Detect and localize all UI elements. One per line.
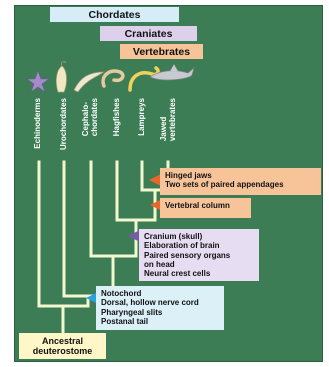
jawed-vertebrate-characters: Hinged jaws Two sets of paired appendage…: [160, 168, 321, 195]
taxon-label-hagfishes: Hagfishes: [112, 98, 121, 136]
chordate-characters: Notochord Dorsal, hollow nerve cord Phar…: [96, 286, 224, 330]
hagfish-icon: [103, 71, 123, 86]
taxon-label-jawed-vertebrates: Jawed vertebrates: [159, 98, 177, 141]
lancelet-icon: [74, 72, 104, 92]
tunicate-icon: [56, 62, 66, 92]
taxon-label-cephalochordates: Cephalo- chordates: [81, 98, 99, 136]
ancestral-deuterostome-label: Ancestral deuterostome: [19, 333, 106, 359]
vertebral-column-character: Vertebral column: [160, 198, 251, 218]
taxon-label-urochordates: Urochordates: [59, 98, 68, 150]
taxon-label-lampreys: Lampreys: [137, 98, 146, 136]
lamprey-icon: [130, 68, 158, 90]
craniate-characters: Cranium (skull) Elaboration of brain Pai…: [139, 229, 259, 281]
taxon-label-echinoderms: Echinoderms: [33, 98, 42, 149]
sea-star-icon: [27, 71, 49, 92]
